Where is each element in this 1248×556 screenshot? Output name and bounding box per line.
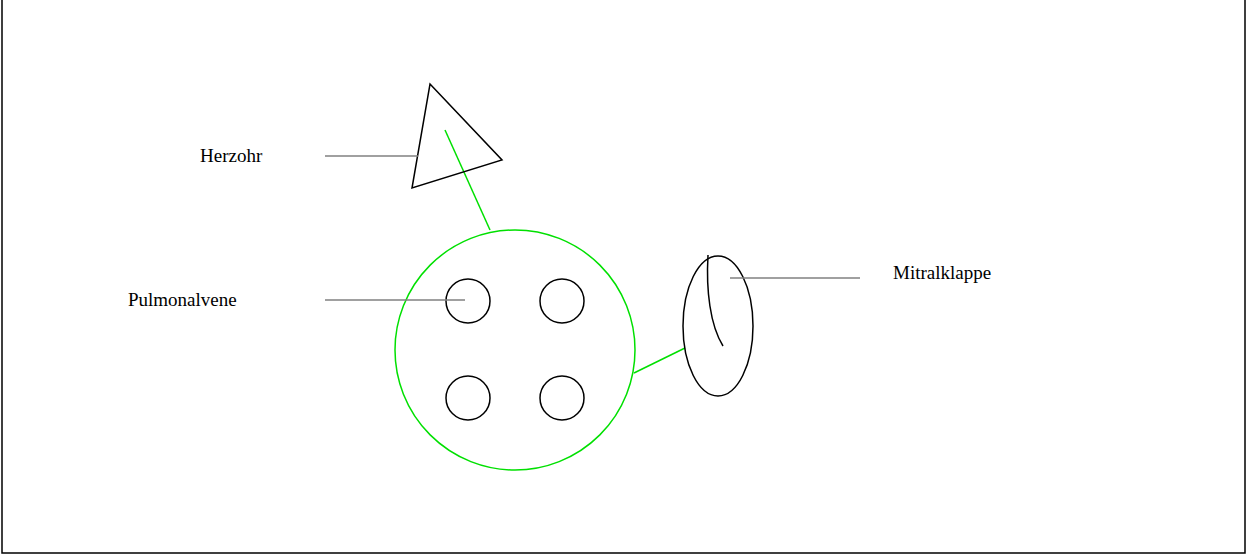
leader-line (325, 299, 465, 301)
appendage-connection (445, 130, 490, 230)
part-label: Pulmonalvene (128, 289, 237, 311)
vein-circle (446, 279, 490, 323)
valve-ellipse (683, 256, 753, 396)
leader-line (730, 277, 860, 279)
vein-circle (446, 376, 490, 420)
atrium-circle (395, 230, 635, 470)
valve-leaflet (708, 255, 723, 346)
vein-circle (540, 279, 584, 323)
part-label: Herzohr (200, 145, 262, 167)
valve-connection (634, 348, 685, 373)
appendage-triangle (412, 84, 502, 188)
part-label: Mitralklappe (893, 262, 991, 284)
vein-circle (540, 376, 584, 420)
leader-line (325, 155, 418, 157)
